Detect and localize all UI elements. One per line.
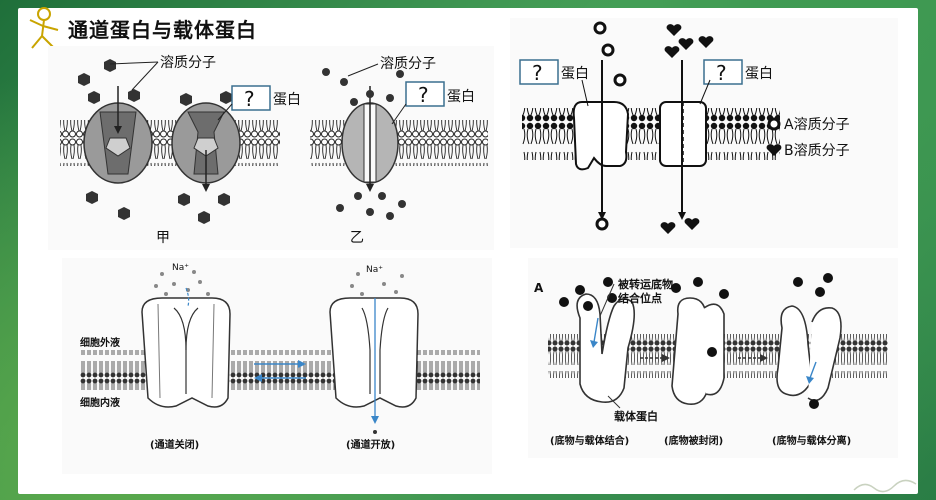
sodium-label-1: Na⁺: [172, 263, 189, 273]
carrier-state-2: [671, 297, 725, 405]
solute-dots-bottom: [336, 192, 406, 220]
solute-label-right: 溶质分子: [380, 56, 436, 72]
solute-molecules-top: [78, 59, 232, 106]
caption-left: 甲: [156, 230, 170, 246]
closed-channel: [141, 297, 231, 408]
caption-step-1: (底物与载体结合): [550, 434, 629, 447]
protein-label-2: 蛋白: [447, 89, 475, 105]
caption-right: 乙: [350, 230, 364, 246]
panel-solute-transport: ? 蛋白 ? 蛋白 A溶质分子 B溶质分子: [510, 18, 898, 248]
caption-step-2: (底物被封闭): [664, 434, 723, 447]
unknown-box-1: [231, 85, 271, 111]
panel-channel-carrier-diagram: 溶质分子 ? 蛋白 溶质分子 ? 蛋白 甲 乙: [48, 46, 494, 250]
solute-b-molecules: [660, 24, 714, 234]
protein-label-b: 蛋白: [745, 66, 773, 82]
unknown-box-b: [703, 59, 743, 85]
page-title: 通道蛋白与载体蛋白: [68, 18, 257, 42]
carrier-label: 载体蛋白: [614, 409, 658, 423]
unknown-mark-a: ?: [532, 61, 543, 85]
membrane-2: [522, 108, 780, 160]
legend-a-icon: [767, 117, 781, 131]
caption-open: (通道开放): [346, 438, 395, 451]
panel-sodium-channel: Na⁺ Na⁺ 细胞外液 细胞内液 (通道关闭) (通道开放): [62, 258, 492, 474]
unknown-box-2: [405, 81, 445, 107]
solute-dots-top: [322, 68, 404, 106]
panel-letter: A: [534, 281, 544, 295]
legend-a-label: A溶质分子: [784, 117, 850, 133]
carrier-protein-a: [572, 101, 630, 171]
unknown-box-a: [519, 59, 559, 85]
substrate-molecules: [559, 273, 833, 409]
legend-b-icon: [766, 144, 782, 156]
unknown-mark-2: ?: [418, 83, 429, 107]
solute-molecules-bottom: [86, 191, 230, 224]
unknown-mark-b: ?: [716, 61, 727, 85]
site-label-1: 被转运底物: [618, 277, 673, 291]
caption-closed: (通道关闭): [150, 438, 199, 451]
open-channel: [329, 297, 419, 434]
sodium-label-2: Na⁺: [366, 265, 383, 275]
protein-label-1: 蛋白: [273, 92, 301, 108]
solute-label-left: 溶质分子: [160, 55, 216, 71]
protein-label-a: 蛋白: [561, 66, 589, 82]
legend-b-label: B溶质分子: [784, 143, 850, 159]
carrier-state-1: [576, 293, 636, 404]
sodium-ions: [154, 270, 404, 296]
panel-carrier-cycle: A 被转运底物 结合位点 载体蛋白 (底物与载体结合) (底物被封闭) (底物与…: [528, 258, 898, 458]
inside-label: 细胞内液: [80, 396, 120, 409]
outside-label: 细胞外液: [80, 336, 120, 349]
membrane-3: [80, 350, 480, 390]
unknown-mark-1: ?: [244, 87, 255, 111]
caption-step-3: (底物与载体分离): [772, 434, 851, 447]
carrier-state-3: [776, 305, 842, 402]
solute-a-molecules: [593, 21, 627, 231]
signature-scribble: [853, 479, 917, 493]
site-label-2: 结合位点: [617, 291, 662, 305]
membrane-right: [310, 120, 488, 166]
